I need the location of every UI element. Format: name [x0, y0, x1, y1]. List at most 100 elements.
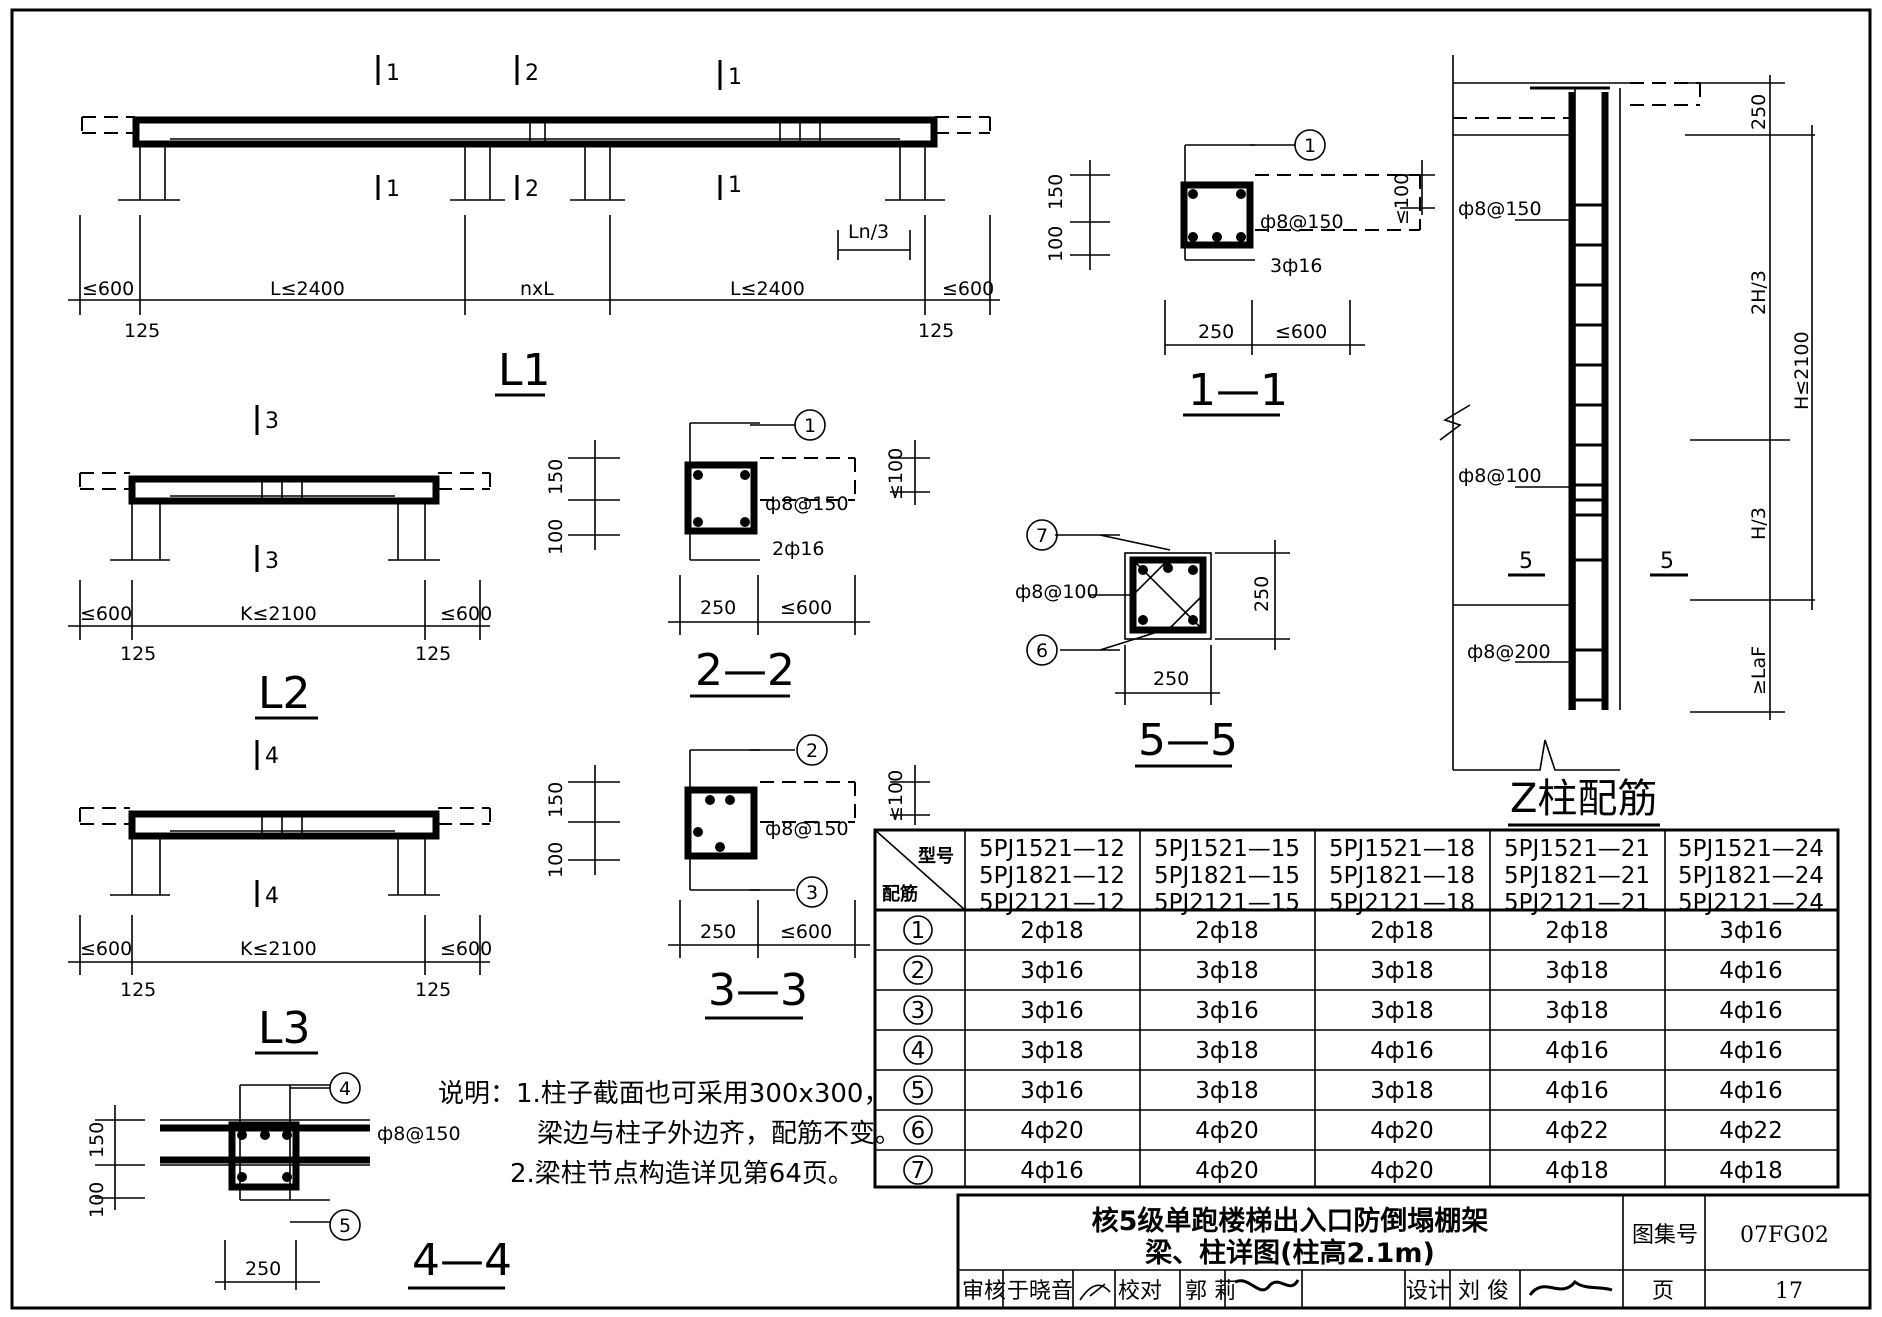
dim-2-2-100: 100: [545, 519, 567, 555]
table-cell: 4ф22: [1719, 1118, 1783, 1144]
dim-column-H: H≤2100: [1791, 331, 1813, 410]
marker-3-3-bot: 3: [806, 882, 818, 904]
titleblock-reviewer: 于晓音: [1007, 1279, 1073, 1304]
table-cell: 3ф18: [1545, 998, 1609, 1024]
row-number-circle: [903, 1075, 933, 1105]
table-cell: 4ф18: [1719, 1158, 1783, 1184]
dim-1-1-100: 100: [1045, 226, 1067, 262]
dim-1-1-100b: ≤100: [1391, 173, 1413, 225]
beam-L3: 4 4 ≤600 K≤2100 ≤600 125 125 L3: [68, 740, 492, 1055]
stirrup-1-1: ф8@150: [1260, 211, 1344, 233]
dim-column-2H3: 2H/3: [1748, 270, 1770, 315]
table-cell: 2ф18: [1020, 918, 1084, 944]
row-number: 4: [911, 1038, 926, 1064]
table-cell: 4ф16: [1545, 1078, 1609, 1104]
dim-L2-left: ≤600: [80, 603, 132, 625]
sheet-frame: [10, 8, 1872, 1310]
titleblock-design-label: 设计: [1406, 1279, 1450, 1304]
dim-4-4-100: 100: [86, 1182, 108, 1218]
row-number: 1: [911, 918, 926, 944]
row-number: 2: [911, 958, 926, 984]
title-3-3: 3—3: [708, 965, 808, 1016]
table-cell: 3ф18: [1545, 958, 1609, 984]
table-header-model: 5PJ2121—12: [979, 890, 1125, 916]
titleblock-checker: 郭 莉: [1185, 1279, 1236, 1304]
table-header-model: 5PJ2121—18: [1329, 890, 1475, 916]
dim-column-H3: H/3: [1748, 507, 1770, 540]
marker-1-1: 1: [1304, 135, 1316, 157]
title-5-5: 5—5: [1138, 715, 1238, 766]
stirrup-5-5: ф8@100: [1015, 581, 1099, 603]
table-cell: 3ф18: [1370, 998, 1434, 1024]
note-line-1: 说明：1.柱子截面也可采用300x300，: [438, 1079, 889, 1109]
table-cell: 4ф20: [1370, 1158, 1434, 1184]
rebar-table: Z柱配筋 型号 配筋 5PJ1521—125PJ1821—125PJ2121—1…: [873, 776, 1840, 1189]
dim-L3-span: K≤2100: [240, 938, 317, 960]
table-header-model: 5PJ1821—24: [1678, 863, 1824, 889]
titleblock-atlas-no: 07FG02: [1740, 1223, 1829, 1248]
section-mark-4a: 4: [265, 744, 279, 769]
bars-1-1: 3ф16: [1270, 255, 1323, 277]
row-number-circle: [903, 1115, 933, 1145]
dim-4-4-250: 250: [245, 1258, 281, 1280]
dim-3-3-100b: ≤100: [885, 770, 907, 822]
table-cell: 2ф18: [1545, 918, 1609, 944]
title-1-1: 1—1: [1188, 365, 1288, 416]
dim-L2-right: ≤600: [440, 603, 492, 625]
table-cell: 3ф16: [1020, 998, 1084, 1024]
table-title: Z柱配筋: [1510, 776, 1657, 822]
dim-L1-span1: L≤2400: [270, 278, 345, 300]
section-mark-1b: 1: [728, 65, 742, 90]
dim-5-5-250v: 250: [1251, 576, 1273, 612]
table-cell: 4ф16: [1719, 1078, 1783, 1104]
marker-5-5-top: 7: [1036, 525, 1048, 547]
section-mark-1c: 1: [386, 177, 400, 202]
column-section-mark-a: 5: [1519, 549, 1533, 574]
stirrup-4-4: ф8@150: [377, 1123, 461, 1145]
dim-L1-125b: 125: [918, 320, 954, 342]
table-cell: 3ф16: [1719, 918, 1783, 944]
dim-2-2-250: 250: [700, 597, 736, 619]
dim-1-1-250: 250: [1198, 321, 1234, 343]
table-cell: 4ф16: [1719, 958, 1783, 984]
title-block: 核5级单跑楼梯出入口防倒塌棚架 梁、柱详图(柱高2.1m) 图集号 07FG02…: [956, 1193, 1872, 1310]
signature-reviewer: [1079, 1283, 1111, 1301]
table-header-model: 5PJ2121—15: [1154, 890, 1300, 916]
table-cell: 4ф22: [1545, 1118, 1609, 1144]
marker-4-4-bot: 5: [339, 1215, 351, 1237]
dim-2-2-150: 150: [545, 459, 567, 495]
table-cell: 3ф18: [1370, 1078, 1434, 1104]
table-cell: 4ф16: [1020, 1158, 1084, 1184]
table-cell: 3ф16: [1020, 958, 1084, 984]
section-mark-1d: 1: [728, 173, 742, 198]
title-L2: L2: [258, 668, 311, 719]
dim-4-4-150: 150: [86, 1122, 108, 1158]
dim-3-3-150: 150: [545, 782, 567, 818]
section-mark-3b: 3: [265, 549, 279, 574]
marker-3-3-top: 2: [806, 740, 818, 762]
table-header-model: 5PJ1821—18: [1329, 863, 1475, 889]
signature-designer: [1528, 1279, 1613, 1296]
table-cell: 3ф16: [1195, 998, 1259, 1024]
dim-L3-125a: 125: [120, 979, 156, 1001]
row-number-circle: [903, 955, 933, 985]
row-number-circle: [903, 995, 933, 1025]
section-mark-3a: 3: [265, 409, 279, 434]
table-cell: 4ф20: [1195, 1158, 1259, 1184]
column-elevation: ф8@150 ф8@100 ф8@200 5 5 250 2H/3 H/3 H≤…: [1439, 55, 1815, 771]
dim-L1-125a: 125: [124, 320, 160, 342]
table-cell: 4ф20: [1195, 1118, 1259, 1144]
stirrup-3-3: ф8@150: [765, 818, 849, 840]
table-cell: 4ф16: [1719, 998, 1783, 1024]
dim-L2-125b: 125: [415, 643, 451, 665]
table-cell: 4ф16: [1719, 1038, 1783, 1064]
section-3-3: 2 3 ф8@150 150 100 ≤100 250 ≤600 3—3: [545, 734, 930, 1020]
dim-L2-125a: 125: [120, 643, 156, 665]
note-line-3: 2.梁柱节点构造详见第64页。: [510, 1159, 854, 1189]
table-header-model: 5PJ1521—12: [979, 836, 1125, 862]
dim-L1-span2: L≤2400: [730, 278, 805, 300]
row-number: 6: [911, 1118, 926, 1144]
table-header-model: 5PJ1521—24: [1678, 836, 1824, 862]
